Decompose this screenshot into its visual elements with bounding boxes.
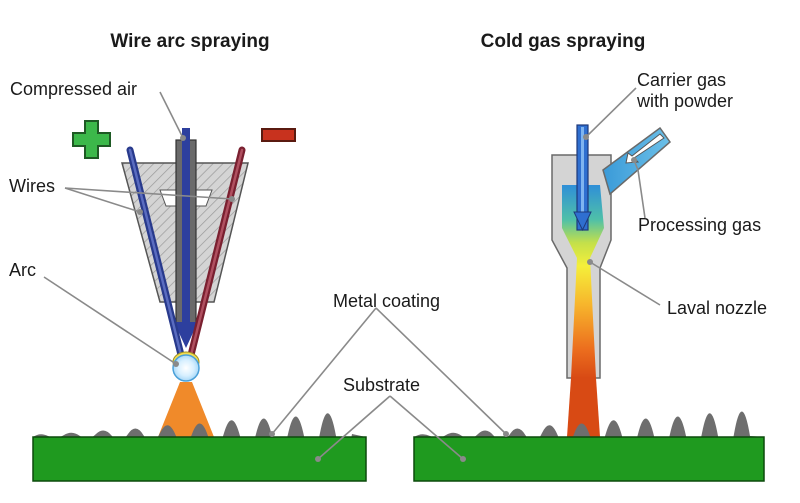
right-substrate-group <box>413 411 765 482</box>
leader-lines <box>43 87 661 462</box>
air-arrow-shaft <box>182 128 190 328</box>
label-metal-coating: Metal coating <box>333 291 440 311</box>
label-carrier-gas-line2: with powder <box>636 91 733 111</box>
minus-icon <box>261 128 296 142</box>
left-substrate <box>32 436 367 482</box>
wire-arc-gun <box>121 128 249 437</box>
exit-jet <box>567 378 600 437</box>
label-carrier-gas-line1: Carrier gas <box>637 70 726 90</box>
gas-channel <box>562 185 604 378</box>
title-cold-gas: Cold gas spraying <box>481 31 646 52</box>
carrier-arrow-head <box>573 211 592 232</box>
spray-cone <box>158 382 214 437</box>
label-processing-gas: Processing gas <box>638 215 761 235</box>
label-wires: Wires <box>9 176 55 196</box>
label-substrate: Substrate <box>343 375 420 395</box>
right-metal-coating <box>414 411 764 458</box>
cold-gas-gun <box>551 124 672 437</box>
right-substrate <box>413 436 765 482</box>
label-compressed-air: Compressed air <box>10 79 137 99</box>
label-arc: Arc <box>9 260 36 280</box>
carrier-tube-highlight <box>581 127 584 217</box>
air-arrow-head <box>174 322 198 348</box>
left-substrate-group <box>32 413 367 482</box>
right-wire-highlight <box>189 148 244 357</box>
arc-glow <box>172 354 200 382</box>
title-wire-arc: Wire arc spraying <box>110 31 269 52</box>
label-laval-nozzle: Laval nozzle <box>667 298 767 318</box>
plus-icon <box>72 120 111 159</box>
left-wire-highlight <box>128 148 183 357</box>
